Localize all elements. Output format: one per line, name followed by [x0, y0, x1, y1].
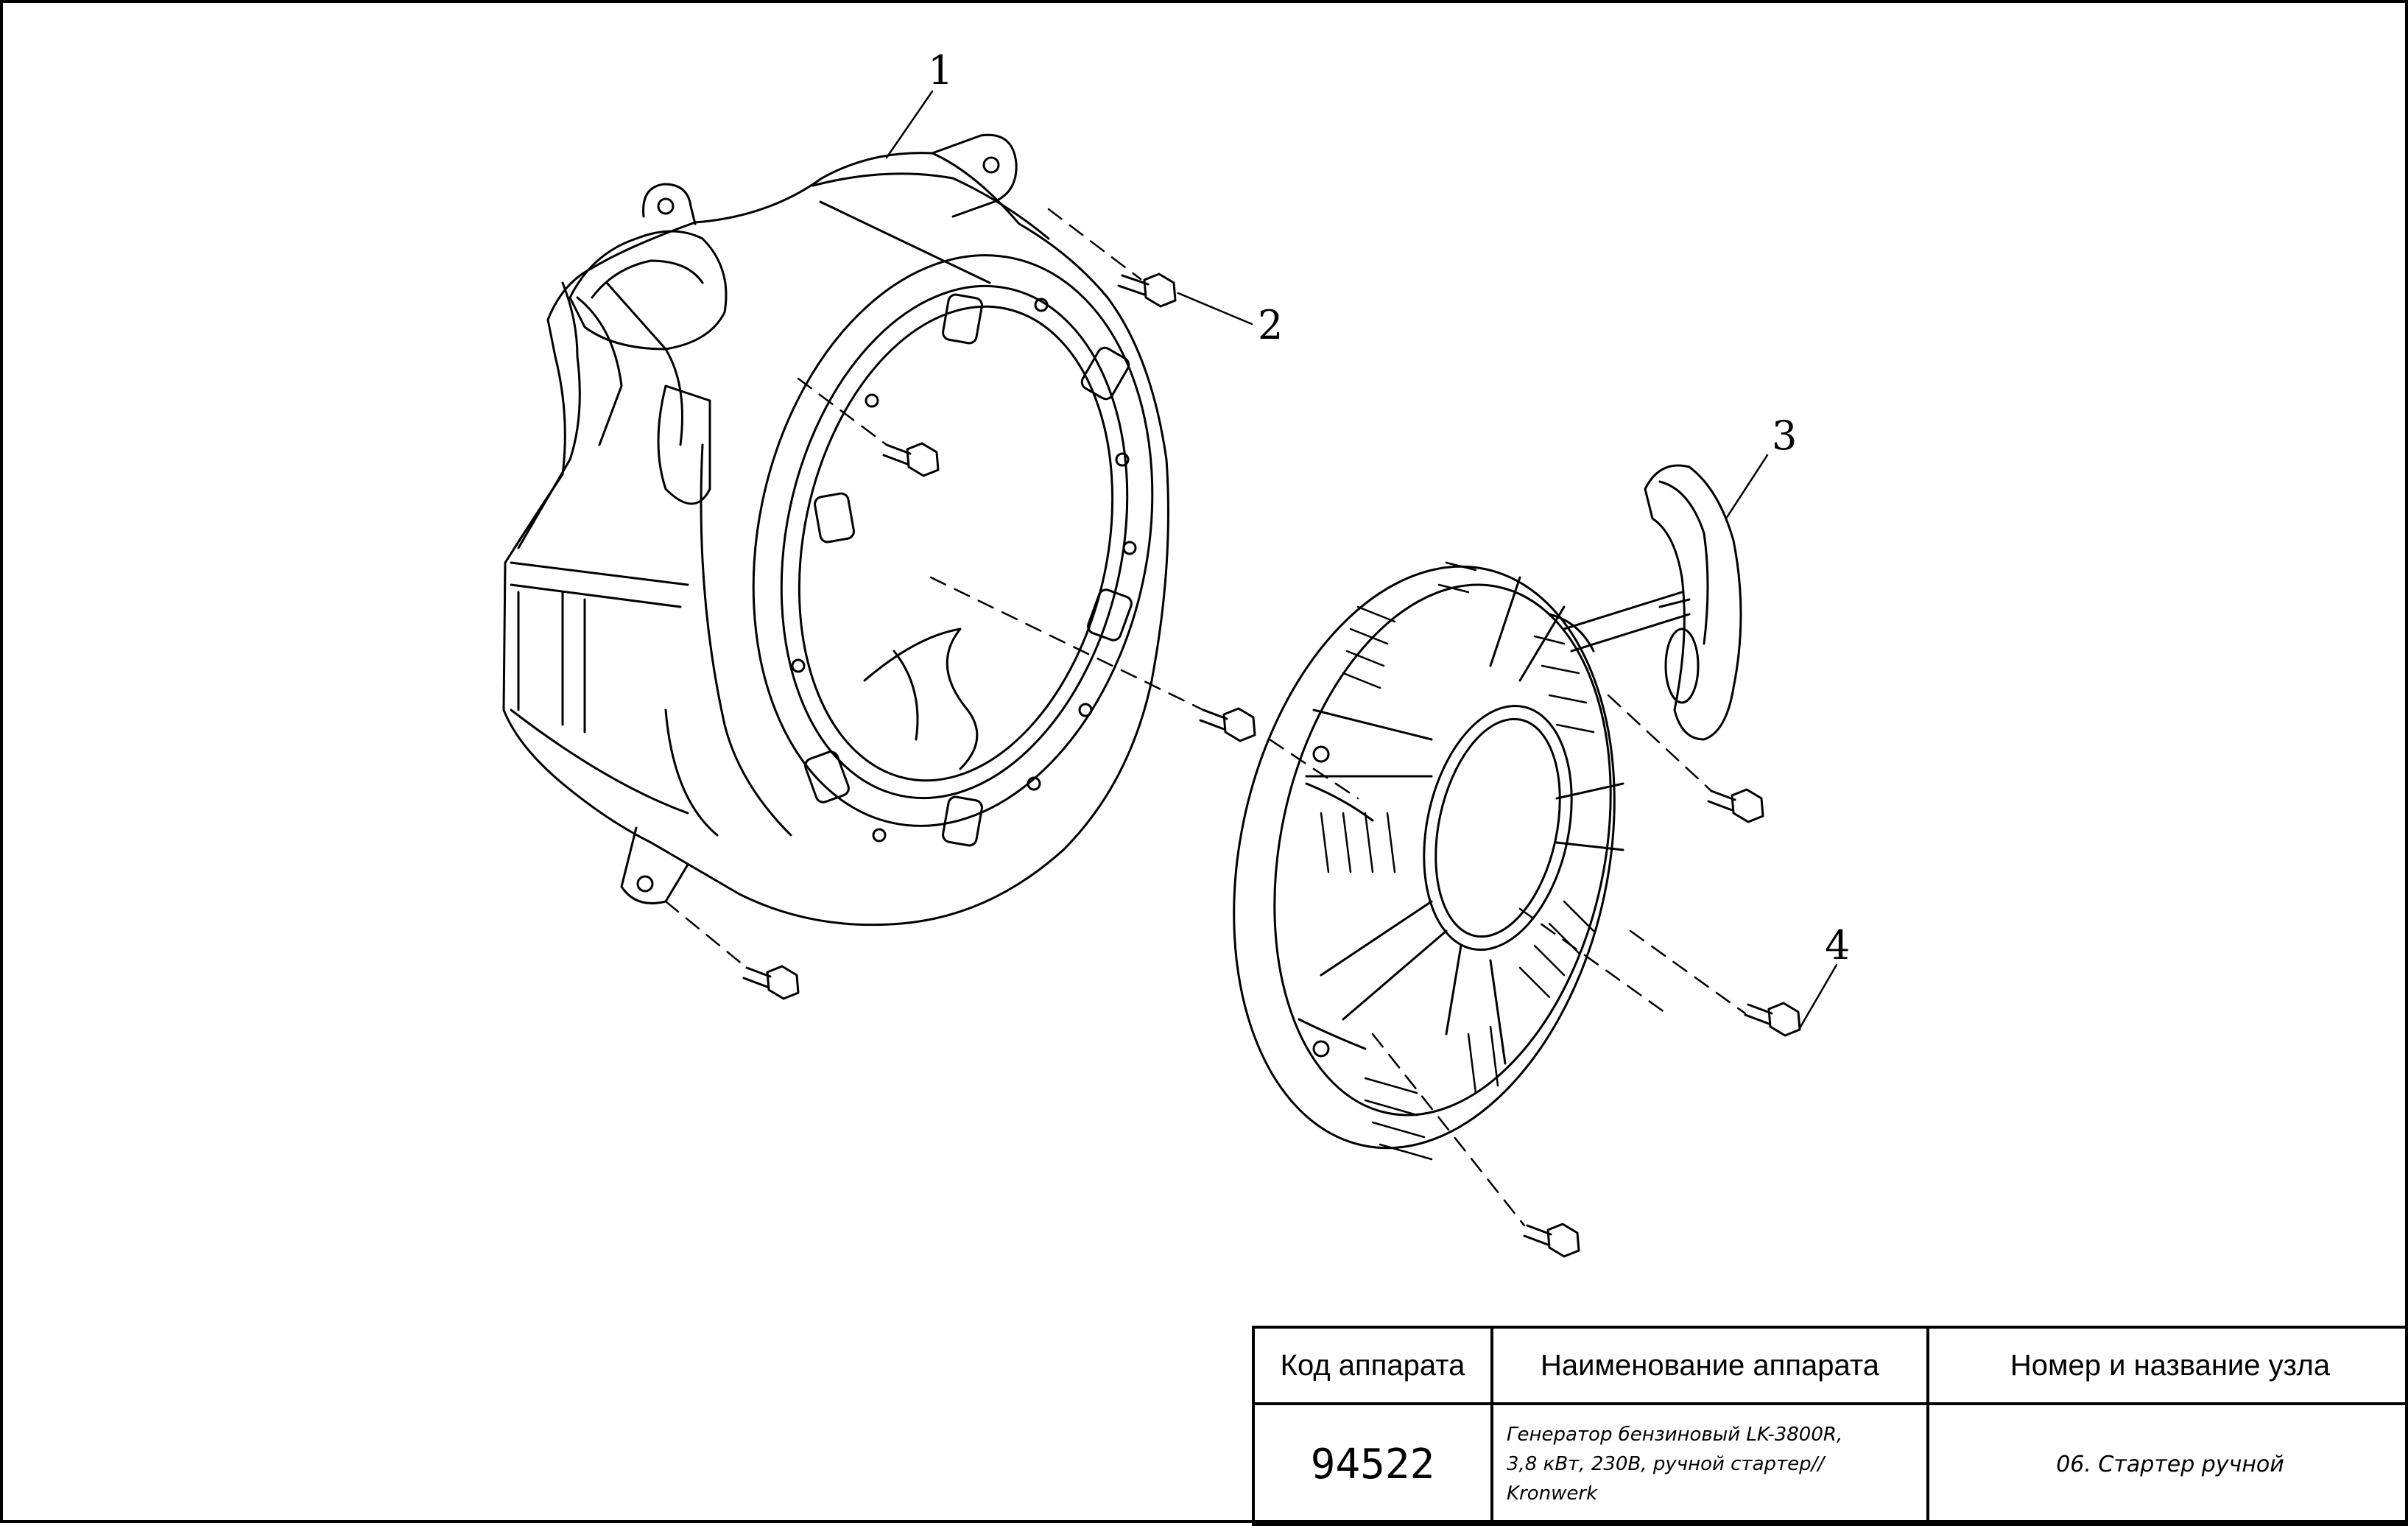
title-block: Код аппарата Наименование аппарата Номер… [1252, 1326, 2408, 1526]
device-name-line-3: Kronwerk [1507, 1483, 1598, 1505]
bolt-bottom-left [742, 965, 800, 1000]
callout-1: 1 [928, 47, 953, 94]
callout-numbers: 1 2 3 4 [928, 47, 1850, 968]
callout-3: 3 [1772, 412, 1797, 459]
title-block-header-row: Код аппарата Наименование аппарата Номер… [1252, 1326, 2408, 1405]
header-unit-number-name: Номер и название узла [1926, 1326, 2408, 1405]
bolt-top-right [1117, 272, 1177, 308]
device-name-line-1: Генератор бензиновый LK-3800R, [1507, 1423, 1843, 1446]
unit-number-name-value: 06. Стартер ручной [1926, 1402, 2408, 1526]
device-code-value: 94522 [1252, 1402, 1493, 1526]
bolt-bottom-center [1523, 1223, 1580, 1258]
exploded-view-drawing: 1 2 3 4 [502, 47, 1850, 1258]
assembly-center-lines [664, 208, 1747, 1227]
bolts [742, 272, 1801, 1258]
callout-leaders [885, 90, 1838, 1030]
bolt-ring-left [882, 442, 940, 477]
recoil-starter-cover [1233, 561, 1691, 1161]
header-device-name: Наименование аппарата [1490, 1326, 1929, 1405]
device-name-line-2: 3,8 кВт, 230В, ручной стартер// [1507, 1452, 1825, 1475]
device-name-value: Генератор бензиновый LK-3800R, 3,8 кВт, … [1490, 1402, 1929, 1526]
header-device-code: Код аппарата [1252, 1326, 1493, 1405]
bolt-right-lower [1744, 1002, 1801, 1037]
callout-4: 4 [1825, 922, 1850, 968]
fan-shroud-housing [502, 133, 1169, 926]
title-block-value-row: 94522 Генератор бензиновый LK-3800R, 3,8… [1252, 1402, 2408, 1526]
starter-handle [1644, 464, 1742, 741]
bolt-ring-center [1199, 707, 1256, 742]
callout-2: 2 [1258, 302, 1283, 348]
bolt-right-upper [1707, 788, 1764, 823]
